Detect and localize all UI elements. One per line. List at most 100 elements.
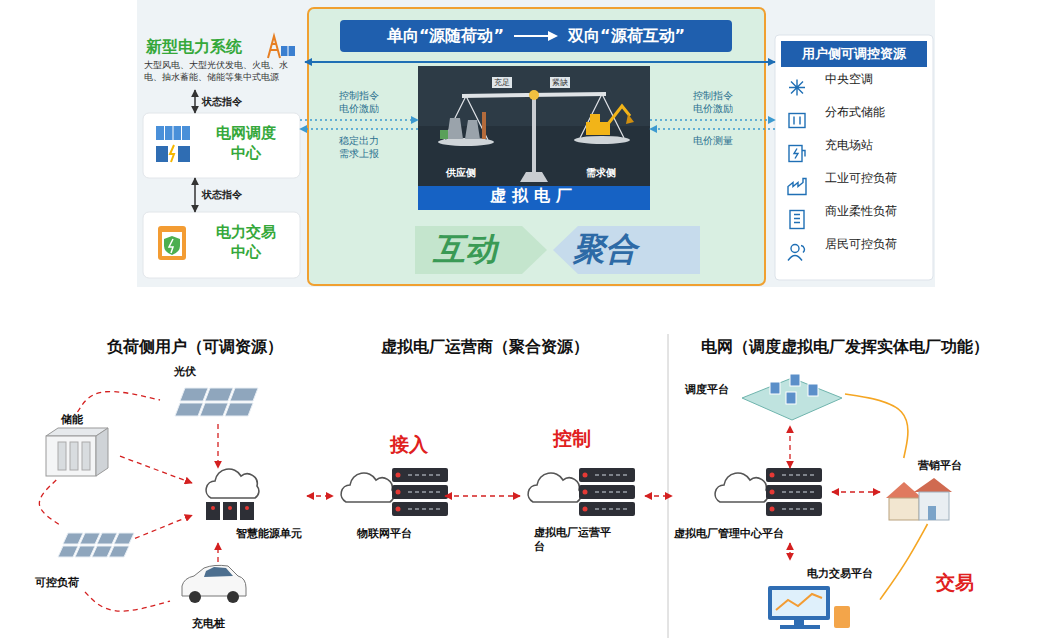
stage-label: 控制 bbox=[553, 426, 591, 452]
vpp-center-icon bbox=[782, 508, 786, 510]
box-fill bbox=[775, 35, 933, 280]
platform-node: 营销平台 bbox=[880, 458, 975, 524]
side-label: 需求侧 bbox=[586, 166, 616, 180]
dispatch-icon bbox=[156, 146, 168, 162]
connector bbox=[650, 128, 775, 130]
node-label: 调度平台 bbox=[685, 382, 729, 397]
iot-platform-icon bbox=[422, 508, 426, 510]
marketing-house bbox=[914, 478, 952, 492]
resource-node: 储能 bbox=[35, 412, 120, 480]
iot-platform-icon bbox=[429, 474, 433, 476]
vpp-picture: 虚拟电厂 bbox=[418, 66, 650, 210]
node-label: 互动 bbox=[433, 228, 497, 272]
node-label: 虚拟电厂运营平台 bbox=[534, 526, 614, 555]
resource-icon bbox=[788, 246, 804, 261]
vpp-center-icon bbox=[810, 474, 814, 476]
list-item: 居民可控负荷 bbox=[775, 236, 933, 269]
list-item: 商业柔性负荷 bbox=[775, 203, 933, 236]
resource-icon bbox=[790, 211, 804, 229]
trade-icon bbox=[169, 239, 173, 253]
vpp-center-icon bbox=[810, 508, 814, 510]
box-fill bbox=[143, 8, 933, 285]
dispatch-platform-icon bbox=[786, 392, 796, 404]
iot-platform-icon bbox=[415, 474, 419, 476]
vpp-center-icon bbox=[770, 473, 775, 478]
marketing-house bbox=[886, 482, 922, 498]
list-item: 充电场站 bbox=[775, 137, 933, 170]
vpp-center-icon bbox=[766, 468, 822, 482]
resource-icon bbox=[790, 211, 804, 229]
dispatch-icon bbox=[170, 145, 174, 162]
energy-unit-icon bbox=[206, 469, 259, 498]
box-fill bbox=[340, 20, 732, 52]
connector bbox=[832, 491, 880, 492]
operator-platform-icon bbox=[595, 474, 599, 476]
dispatch-platform-icon bbox=[790, 374, 800, 386]
vpp-center-icon bbox=[715, 468, 822, 516]
iot-platform-icon bbox=[396, 507, 401, 512]
trade-icon bbox=[162, 232, 182, 256]
balance-scale bbox=[529, 90, 539, 100]
dispatch-platform-icon bbox=[770, 382, 780, 394]
node-label: 新型电力系统 bbox=[146, 37, 242, 58]
power-icon bbox=[268, 36, 280, 58]
node-label: 光伏 bbox=[174, 364, 196, 379]
vpp-center-icon bbox=[810, 491, 814, 493]
resource-icon bbox=[789, 114, 805, 128]
power-icon bbox=[281, 46, 295, 56]
iot-platform-icon bbox=[436, 474, 440, 476]
balance-scale bbox=[520, 172, 548, 182]
load-panel bbox=[58, 546, 78, 557]
operator-platform-icon bbox=[602, 491, 606, 493]
storage-cabinet bbox=[58, 442, 66, 470]
platform-node: 物联网平台 bbox=[333, 468, 445, 543]
node-label: 物联网平台 bbox=[357, 526, 412, 541]
connector bbox=[217, 424, 218, 468]
trading-computer bbox=[834, 606, 850, 628]
iot-platform-icon bbox=[341, 468, 448, 516]
connector bbox=[194, 178, 196, 212]
list-item: 工业可控负荷 bbox=[775, 170, 933, 203]
iot-platform-icon bbox=[422, 491, 426, 493]
storage-cabinet bbox=[46, 428, 108, 476]
energy-unit-icon bbox=[211, 506, 215, 510]
ev-car bbox=[204, 567, 233, 577]
balance-scale bbox=[440, 130, 448, 139]
box-fill bbox=[418, 66, 650, 210]
vpp-center-icon bbox=[796, 474, 800, 476]
center-box: 电力交易中心 bbox=[143, 212, 300, 278]
balance-scale bbox=[532, 92, 536, 174]
node-label: 电网调度中心 bbox=[215, 123, 277, 164]
node-label: 营销平台 bbox=[918, 458, 962, 473]
vpp-panel: 互动聚合单向“源随荷动”双向“源荷互动”虚拟电厂 bbox=[308, 8, 765, 285]
iot-platform-icon bbox=[392, 468, 448, 482]
stage-label: 交易 bbox=[936, 570, 974, 596]
vpp-center-icon bbox=[766, 502, 822, 516]
vpp-center-icon bbox=[789, 508, 793, 510]
resource-icon bbox=[794, 149, 805, 159]
vpp-center-icon bbox=[789, 491, 793, 493]
operator-platform-icon bbox=[623, 474, 627, 476]
dispatch-icon bbox=[156, 126, 190, 162]
pv-panel bbox=[225, 403, 253, 416]
power-icon bbox=[288, 46, 289, 56]
connector bbox=[194, 90, 196, 113]
power-icon bbox=[268, 36, 295, 58]
pv-panel bbox=[175, 388, 258, 416]
resource-icon bbox=[794, 117, 800, 125]
dispatch-icon bbox=[164, 126, 165, 140]
vpp-center-icon bbox=[803, 491, 807, 493]
operator-platform-icon bbox=[616, 474, 620, 476]
node-label: 充电桩 bbox=[192, 616, 225, 631]
node-label: 虚拟电厂管理中心平台 bbox=[674, 526, 784, 541]
connector bbox=[880, 524, 928, 600]
iot-platform-icon bbox=[436, 508, 440, 510]
resource-icon bbox=[794, 215, 800, 223]
trading-computer bbox=[780, 625, 820, 629]
load-panel bbox=[109, 546, 129, 557]
separator bbox=[668, 334, 669, 638]
trade-icon bbox=[158, 226, 186, 260]
